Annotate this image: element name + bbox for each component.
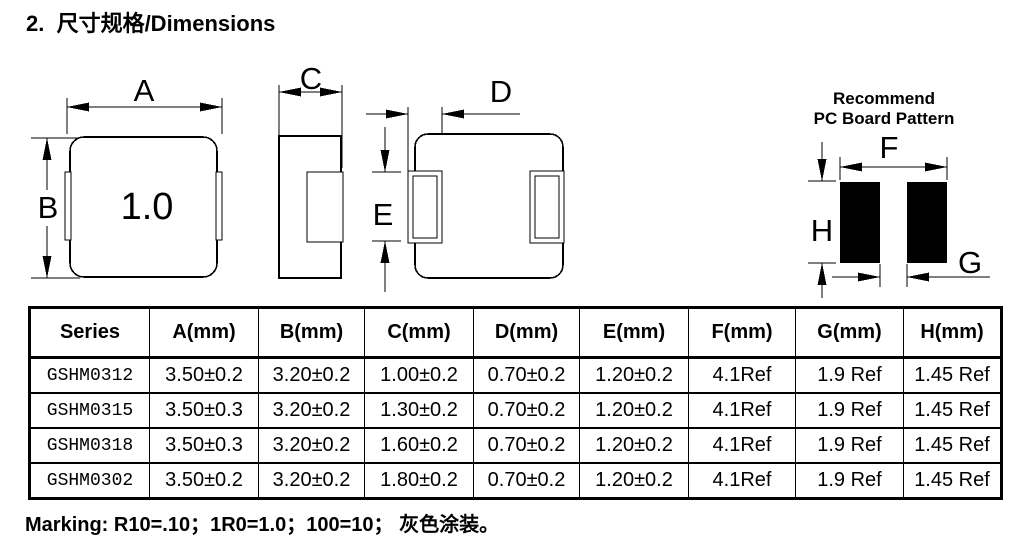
table-cell: 3.50±0.3 — [149, 427, 259, 464]
arrowhead-icon — [67, 102, 89, 112]
table-cell: 1.45 Ref — [903, 392, 1002, 429]
dim-label-g: G — [958, 245, 982, 280]
table-row: GSHM0312 3.50±0.2 3.20±0.2 1.00±0.2 0.70… — [29, 356, 1002, 394]
series-name: GSHM0302 — [29, 462, 150, 499]
table-cell: 1.9 Ref — [795, 427, 904, 464]
dimension-drawings: A B 1.0 C E D — [31, 61, 990, 298]
table-cell: 4.1Ref — [688, 392, 796, 429]
table-cell: 1.00±0.2 — [364, 356, 474, 394]
series-name: GSHM0312 — [29, 356, 150, 394]
table-cell: 0.70±0.2 — [473, 356, 580, 394]
col-header-series: Series — [29, 307, 150, 359]
col-header-e: E(mm) — [579, 307, 689, 359]
table-cell: 1.60±0.2 — [364, 427, 474, 464]
marking-note: Marking: R10=.10；1R0=1.0；100=10； 灰色涂装。 — [25, 514, 500, 536]
table-cell: 3.20±0.2 — [258, 462, 365, 499]
arrowhead-icon — [817, 159, 827, 181]
arrowhead-icon — [200, 102, 222, 112]
table-row: GSHM0302 3.50±0.2 3.20±0.2 1.80±0.2 0.70… — [29, 462, 1002, 499]
series-name: GSHM0318 — [29, 427, 150, 464]
col-header-d: D(mm) — [473, 307, 580, 359]
table-cell: 1.20±0.2 — [579, 462, 689, 499]
dim-label-c: C — [300, 61, 322, 96]
dim-label-a: A — [134, 73, 155, 108]
table-cell: 3.20±0.2 — [258, 356, 365, 394]
table-cell: 4.1Ref — [688, 356, 796, 394]
arrowhead-icon — [279, 87, 301, 97]
terminal-tab-right — [215, 171, 223, 241]
pad-inner-left — [412, 175, 438, 239]
col-header-h: H(mm) — [903, 307, 1002, 359]
table-cell: 3.20±0.2 — [258, 392, 365, 429]
arrowhead-icon — [907, 272, 929, 282]
arrowhead-icon — [840, 162, 862, 172]
arrowhead-icon — [42, 138, 52, 160]
col-header-g: G(mm) — [795, 307, 904, 359]
table-cell: 3.50±0.2 — [149, 356, 259, 394]
table-cell: 0.70±0.2 — [473, 392, 580, 429]
arrowhead-icon — [320, 87, 342, 97]
page-title: 2. 尺寸规格/Dimensions — [26, 11, 276, 36]
table-row: GSHM0315 3.50±0.3 3.20±0.2 1.30±0.2 0.70… — [29, 392, 1002, 429]
table-cell: 1.9 Ref — [795, 392, 904, 429]
pcb-title-line1: Recommend — [833, 89, 935, 108]
terminal-side-view — [306, 171, 344, 243]
table-cell: 1.80±0.2 — [364, 462, 474, 499]
table-cell: 1.45 Ref — [903, 427, 1002, 464]
top-view-drawing: A B 1.0 — [31, 73, 223, 279]
col-header-b: B(mm) — [258, 307, 365, 359]
arrowhead-icon — [380, 150, 390, 172]
table-cell: 4.1Ref — [688, 427, 796, 464]
table-header-row: Series A(mm) B(mm) C(mm) D(mm) E(mm) F(m… — [29, 307, 1002, 359]
arrowhead-icon — [858, 272, 880, 282]
pcb-title-line2: PC Board Pattern — [814, 109, 955, 128]
table-cell: 1.30±0.2 — [364, 392, 474, 429]
dim-label-e: E — [373, 197, 394, 232]
dim-label-f: F — [880, 130, 899, 165]
col-header-a: A(mm) — [149, 307, 259, 359]
pcb-pattern-drawing: Recommend PC Board Pattern F H G — [808, 89, 990, 298]
table-cell: 3.50±0.3 — [149, 392, 259, 429]
terminal-tab-left — [64, 171, 72, 241]
dimensions-table: Series A(mm) B(mm) C(mm) D(mm) E(mm) F(m… — [28, 306, 1003, 500]
table-row: GSHM0318 3.50±0.3 3.20±0.2 1.60±0.2 0.70… — [29, 427, 1002, 464]
table-cell: 3.50±0.2 — [149, 462, 259, 499]
table-cell: 0.70±0.2 — [473, 462, 580, 499]
arrowhead-icon — [380, 241, 390, 263]
arrowhead-icon — [386, 109, 408, 119]
arrowhead-icon — [817, 263, 827, 285]
table-cell: 0.70±0.2 — [473, 427, 580, 464]
pad-inner-right — [534, 175, 560, 239]
component-marking-text: 1.0 — [121, 186, 174, 228]
arrowhead-icon — [442, 109, 464, 119]
col-header-f: F(mm) — [688, 307, 796, 359]
table-cell: 1.20±0.2 — [579, 356, 689, 394]
table-cell: 4.1Ref — [688, 462, 796, 499]
e-dimension: E — [372, 127, 401, 292]
table-cell: 1.20±0.2 — [579, 392, 689, 429]
dim-label-d: D — [490, 74, 512, 109]
col-header-c: C(mm) — [364, 307, 474, 359]
arrowhead-icon — [42, 256, 52, 278]
table-cell: 1.45 Ref — [903, 356, 1002, 394]
series-name: GSHM0315 — [29, 392, 150, 429]
arrowhead-icon — [925, 162, 947, 172]
dim-label-b: B — [38, 190, 59, 225]
table-cell: 3.20±0.2 — [258, 427, 365, 464]
pcb-pad-left — [840, 182, 880, 263]
table-cell: 1.45 Ref — [903, 462, 1002, 499]
side-view-drawing: C — [278, 61, 344, 279]
dim-label-h: H — [811, 213, 833, 248]
table-cell: 1.9 Ref — [795, 356, 904, 394]
pcb-pad-right — [907, 182, 947, 263]
bottom-view-drawing: D — [366, 74, 565, 279]
table-cell: 1.20±0.2 — [579, 427, 689, 464]
table-cell: 1.9 Ref — [795, 462, 904, 499]
